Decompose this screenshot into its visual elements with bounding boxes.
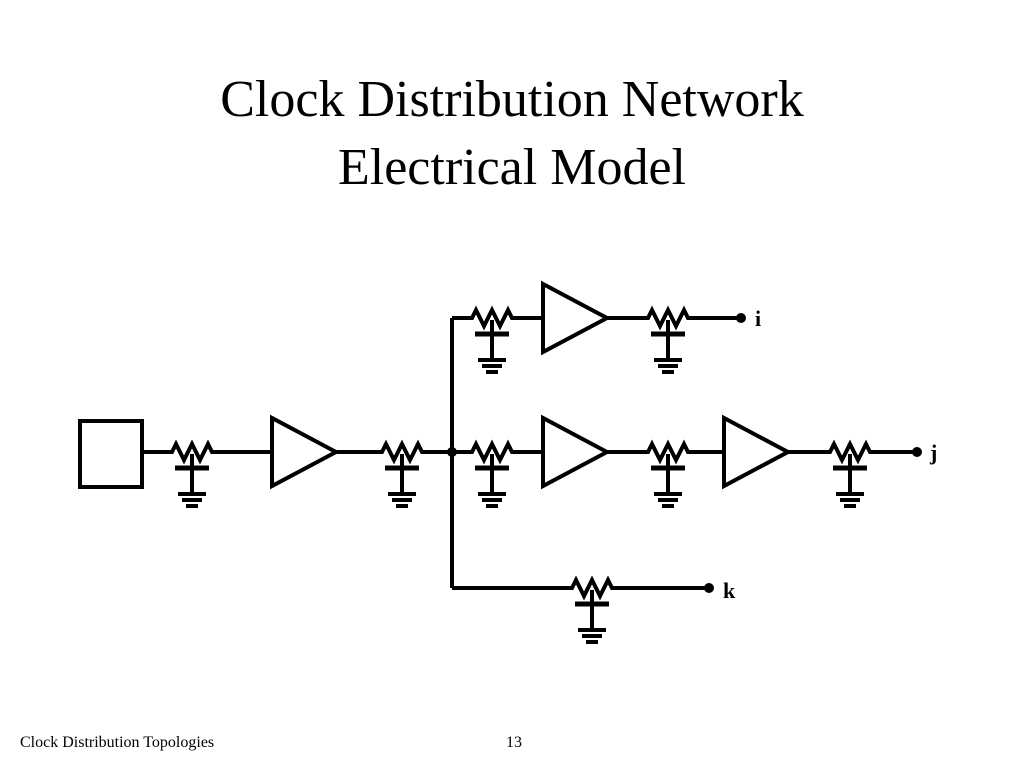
rc-segment: [372, 444, 432, 506]
page-number: 13: [506, 734, 522, 751]
clock-source: [78, 419, 144, 489]
output-label-k: k: [723, 578, 736, 603]
output-label-j: j: [929, 440, 937, 465]
rc-segment: [162, 444, 222, 506]
footer-title: Clock Distribution Topologies: [20, 734, 215, 751]
title-line-1: Clock Distribution Network: [220, 71, 804, 128]
branch-j: [452, 416, 922, 506]
title-line-2: Electrical Model: [338, 139, 686, 196]
branch-k: [452, 580, 714, 642]
output-label-i: i: [755, 306, 761, 331]
buffer: [270, 416, 338, 488]
slide-title: Clock Distribution Network Electrical Mo…: [0, 66, 1024, 202]
branch-i: [452, 282, 746, 372]
